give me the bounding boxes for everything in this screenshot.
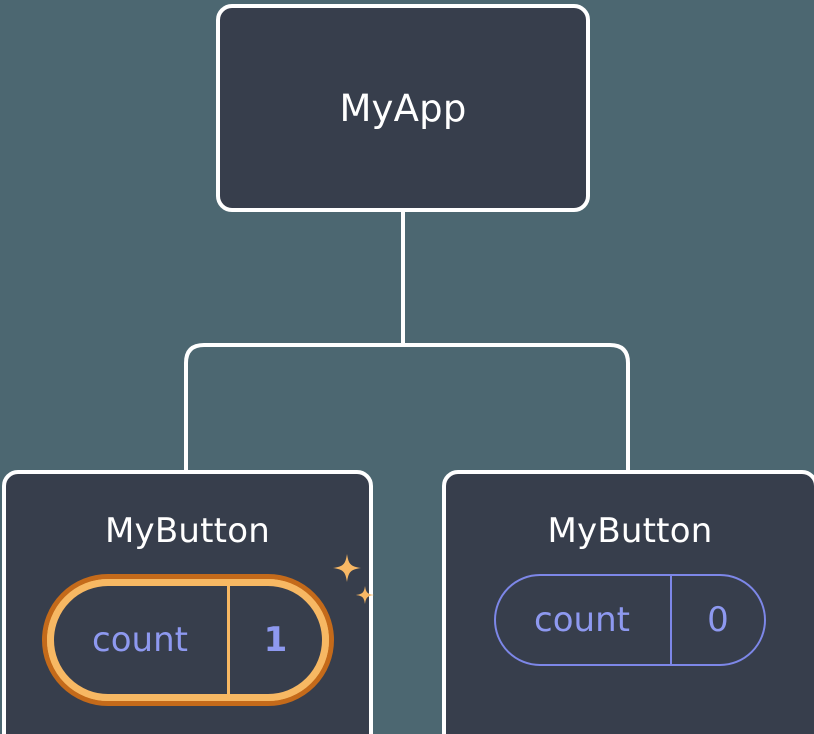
state-value-cell-left: 1: [230, 586, 322, 694]
state-value-label-right: 0: [707, 600, 729, 640]
sparkle-icon-large: [332, 554, 361, 582]
node-mybutton-left[interactable]: MyButton count 1: [2, 470, 374, 734]
state-pill-right-wrap: count 0: [494, 574, 766, 666]
node-myapp[interactable]: MyApp: [216, 4, 590, 212]
state-value-label-left: 1: [263, 620, 288, 660]
state-pill-highlighted[interactable]: count 1: [41, 574, 334, 706]
state-pill-highlighted-inner: count 1: [46, 579, 329, 701]
state-key-label-right: count: [534, 600, 630, 640]
node-mybutton-right[interactable]: MyButton count 0: [442, 470, 814, 734]
node-mybutton-right-title: MyButton: [547, 511, 713, 551]
state-pill-plain[interactable]: count 0: [494, 574, 766, 666]
node-mybutton-left-title: MyButton: [105, 511, 270, 551]
state-value-cell-right: 0: [672, 576, 764, 664]
sparkle-icon-group: [332, 554, 374, 604]
state-key-label-left: count: [92, 620, 188, 660]
node-myapp-title: MyApp: [339, 86, 467, 130]
state-key-cell-right: count: [496, 576, 672, 664]
state-pill-left-wrap: count 1: [41, 554, 374, 706]
sparkle-icon-small: [355, 586, 374, 604]
state-key-cell-left: count: [54, 586, 230, 694]
connector-branch-bus: [184, 343, 630, 470]
